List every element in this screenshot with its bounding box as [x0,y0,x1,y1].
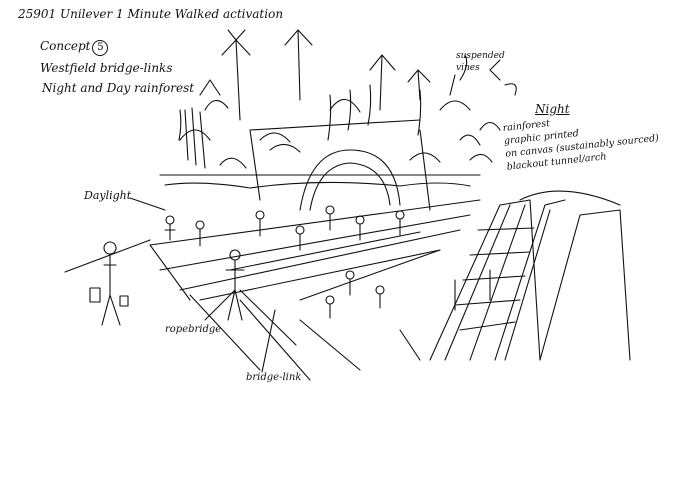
escalators [429,190,631,361]
concept-number: 5 [92,40,109,56]
floor-lines [189,294,421,381]
suspended-vines-label: suspended vines [456,51,505,73]
bridge-link-label: bridge-link [246,372,302,383]
daylight-label: Daylight [84,189,132,202]
project-title: 25901 Unilever 1 Minute Walked activatio… [18,7,284,21]
annotation-pointers [64,54,468,373]
suspended-vines [178,59,517,141]
night-heading: Night [535,102,570,116]
crowd-figures [164,205,405,321]
rainforest-canopy [159,29,501,189]
foreground-pedestrian [89,241,129,326]
rope-bridge-label: ropebridge [165,324,222,335]
concept-prefix: Concept [40,39,91,53]
concept-subtitle-1: Westfield bridge-links [40,61,173,75]
concept-subtitle-2: Night and Day rainforest [42,81,195,95]
bridge-deck [149,199,481,301]
